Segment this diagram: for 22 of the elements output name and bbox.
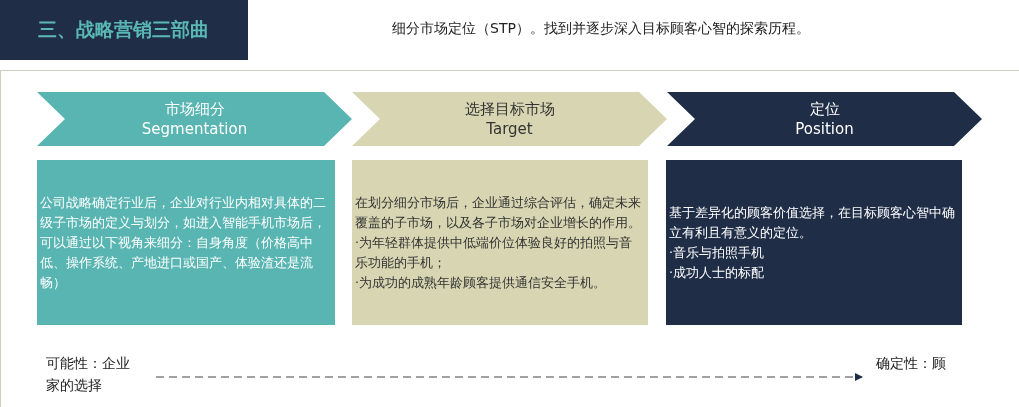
- description-text: 公司战略确定行业后，企业对行业内相对具体的二级子市场的定义与划分，如进入智能手机市场后，可以通过以下视角来细分：自身角度（价格高中低、操作系统、产地进口或国产、体验渣还是流畅）: [40, 193, 327, 292]
- description-text: 基于差异化的顾客价值选择，在目标顾客心智中确立有利且有意义的定位。: [669, 203, 956, 242]
- description-text: ·为成功的成熟年龄顾客提供通信安全手机。: [355, 273, 607, 292]
- step-title: Position: [795, 119, 854, 139]
- dashed-arrow: [155, 373, 863, 381]
- description-card: [666, 160, 962, 325]
- description-text: ·为年轻群体提供中低端价位体验良好的拍照与音乐功能的手机；: [355, 233, 633, 272]
- description-text: ·音乐与拍照手机: [669, 243, 765, 262]
- step-title: 选择目标市场: [464, 99, 555, 119]
- axis-end-label: 可能性：企业家的选择: [46, 352, 136, 396]
- description-card: [37, 160, 335, 325]
- step-title: Target: [486, 119, 533, 139]
- title-banner: [0, 0, 248, 60]
- description-text: 在划分细分市场后，企业通过综合评估，确定未来覆盖的子市场，以及各子市场对企业增长的作用。: [355, 193, 642, 232]
- step-title: 定位: [809, 99, 840, 119]
- description-text: ·成功人士的标配: [669, 263, 765, 282]
- axis-end-label: 确定性：顾: [876, 352, 966, 374]
- step-title: Segmentation: [141, 119, 248, 139]
- section-title: 三、战略营销三部曲: [38, 17, 209, 42]
- description-card: [352, 160, 648, 325]
- subtitle: 细分市场定位（STP）。找到并逐步深入目标顾客心智的探索历程。: [392, 20, 810, 38]
- step-title: 市场细分: [164, 99, 225, 119]
